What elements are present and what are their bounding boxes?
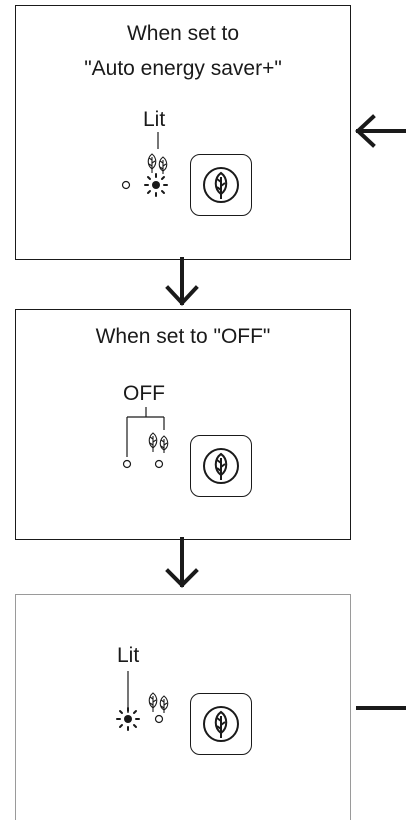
off-lamp-icon: [154, 714, 164, 724]
panel-third: Lit: [15, 594, 351, 820]
indicator-label-lit: Lit: [143, 108, 166, 131]
indicator-label-lit: Lit: [117, 644, 140, 667]
leaf-icon: [203, 448, 239, 484]
energy-saver-button[interactable]: [190, 154, 252, 216]
off-lamp-icon: [154, 459, 164, 469]
off-lamp-icon: [122, 459, 132, 469]
double-leaf-icon: [147, 153, 168, 174]
leaf-icon: [203, 167, 239, 203]
double-leaf-icon: [148, 692, 169, 713]
lit-lamp-icon: [116, 707, 140, 731]
down-arrow-1: [165, 257, 199, 306]
energy-saver-button[interactable]: [190, 435, 252, 497]
double-leaf-icon: [148, 432, 169, 453]
return-arrow-in: [355, 114, 406, 148]
callout-line: [127, 671, 129, 713]
callout-line: [157, 132, 159, 149]
panel-off: When set to "OFF" OFF: [15, 309, 351, 540]
panel-title: When set to "OFF": [95, 325, 271, 348]
off-lamp-icon: [121, 180, 131, 190]
indicator-label-off: OFF: [123, 382, 165, 405]
energy-saver-button[interactable]: [190, 693, 252, 755]
panel-title-line2: "Auto energy saver+": [84, 57, 282, 80]
leaf-icon: [203, 706, 239, 742]
panel-title-line1: When set to: [126, 22, 240, 45]
lit-lamp-icon: [144, 173, 168, 197]
panel-auto-energy-saver: When set to "Auto energy saver+" Lit: [15, 5, 351, 260]
callout-bracket: [126, 407, 165, 457]
down-arrow-2: [165, 537, 199, 588]
